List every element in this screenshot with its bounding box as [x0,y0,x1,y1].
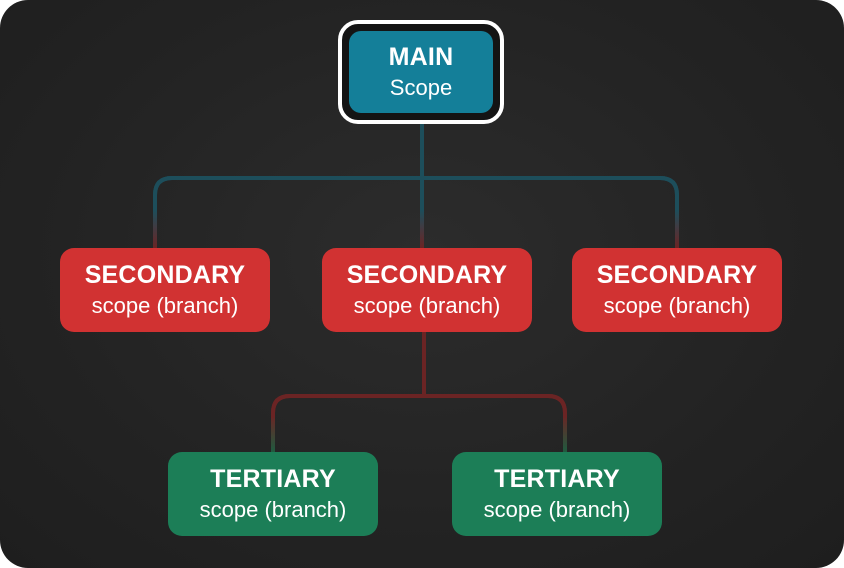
secondary-node-title: SECONDARY [84,261,246,290]
tertiary-node-title: TERTIARY [494,465,620,494]
tertiary-node-title: TERTIARY [210,465,336,494]
connector-secondary-right-top [424,394,567,418]
tertiary-node-left: TERTIARY scope (branch) [168,452,378,536]
connector-main-right [422,176,679,248]
connector-main-left [153,176,422,248]
tertiary-node-subtitle: scope (branch) [199,497,347,523]
secondary-node-left: SECONDARY scope (branch) [60,248,270,332]
secondary-node-center: SECONDARY scope (branch) [322,248,532,332]
connector-main-left-top [153,176,422,210]
secondary-node-right: SECONDARY scope (branch) [572,248,782,332]
secondary-node-title: SECONDARY [346,261,508,290]
secondary-node-subtitle: scope (branch) [91,293,239,319]
main-node-title: MAIN [388,43,454,72]
connector-secondary-left-top [271,394,424,418]
secondary-node-subtitle: scope (branch) [353,293,501,319]
connector-secondary-left [271,394,424,452]
main-node: MAIN Scope [349,31,493,113]
main-node-subtitle: Scope [389,75,453,101]
connector-main-right-top [422,176,679,210]
secondary-node-title: SECONDARY [596,261,758,290]
tertiary-node-subtitle: scope (branch) [483,497,631,523]
tertiary-node-right: TERTIARY scope (branch) [452,452,662,536]
connector-secondary-right [424,394,567,452]
secondary-node-subtitle: scope (branch) [603,293,751,319]
